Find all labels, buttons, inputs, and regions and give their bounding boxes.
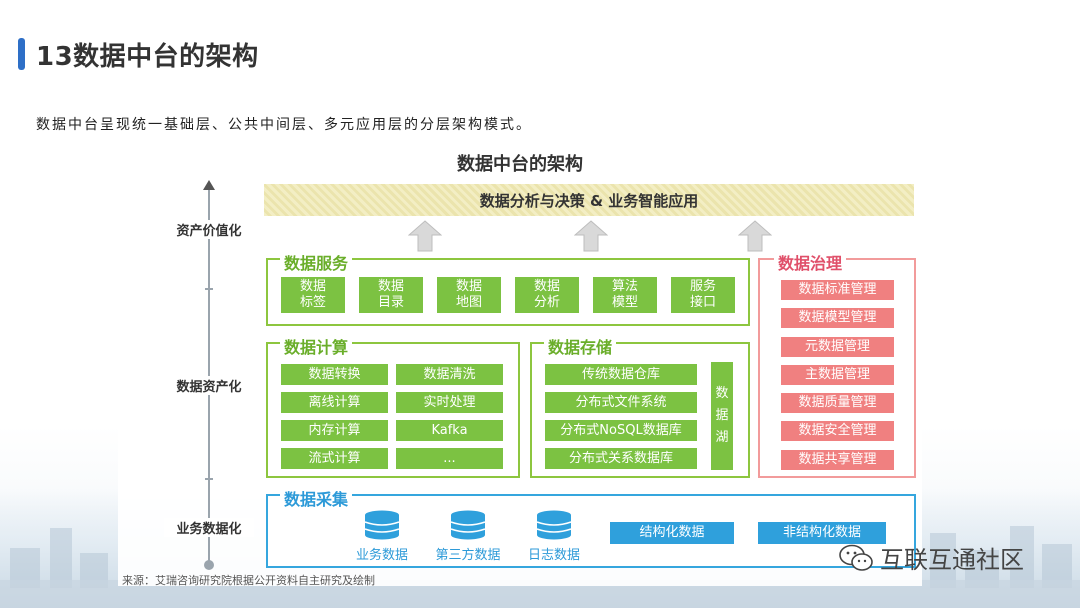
data-service-title: 数据服务	[280, 250, 353, 274]
governance-item: 主数据管理	[781, 365, 894, 385]
structured-data: 结构化数据	[610, 522, 734, 544]
value-axis	[208, 186, 210, 562]
source-label: 业务数据	[355, 548, 408, 563]
storage-item: 分布式文件系统	[545, 392, 697, 413]
up-arrow-icon	[408, 220, 442, 252]
axis-label-business-data: 业务数据化	[164, 518, 254, 537]
compute-item: 离线计算	[281, 392, 388, 413]
database-icon	[536, 510, 572, 540]
axis-label-data-asset: 数据资产化	[164, 376, 254, 395]
governance-item: 数据标准管理	[781, 280, 894, 300]
database-icon	[450, 510, 486, 540]
storage-item: 分布式关系数据库	[545, 448, 697, 469]
service-item: 数据 目录	[359, 277, 423, 313]
database-icon	[364, 510, 400, 540]
unstructured-data: 非结构化数据	[758, 522, 886, 544]
slide-subtitle: 数据中台呈现统一基础层、公共中间层、多元应用层的分层架构模式。	[36, 117, 532, 133]
watermark-text: 互联互通社区	[880, 546, 1024, 574]
data-governance-title: 数据治理	[774, 250, 847, 274]
service-item: 数据 地图	[437, 277, 501, 313]
axis-tick	[205, 288, 213, 290]
service-item: 数据 分析	[515, 277, 579, 313]
axis-label-asset-value: 资产价值化	[164, 220, 254, 239]
slide-title: 13数据中台的架构	[36, 42, 259, 72]
axis-tick	[205, 478, 213, 480]
compute-item: 数据转换	[281, 364, 388, 385]
governance-item: 数据安全管理	[781, 421, 894, 441]
service-item: 服务 接口	[671, 277, 735, 313]
source-note: 来源：艾瑞咨询研究院根据公开资料自主研究及绘制	[122, 574, 375, 587]
compute-item: 数据清洗	[396, 364, 503, 385]
governance-item: 数据共享管理	[781, 450, 894, 470]
wechat-icon	[839, 544, 873, 571]
compute-item: Kafka	[396, 420, 503, 441]
service-item: 数据 标签	[281, 277, 345, 313]
application-banner: 数据分析与决策 & 业务智能应用	[264, 184, 914, 216]
storage-item: 分布式NoSQL数据库	[545, 420, 697, 441]
compute-item: 流式计算	[281, 448, 388, 469]
watermark: 互联互通社区	[838, 540, 1024, 575]
governance-item: 元数据管理	[781, 337, 894, 357]
governance-item: 数据质量管理	[781, 393, 894, 413]
diagram-title: 数据中台的架构	[457, 154, 583, 175]
data-compute-title: 数据计算	[280, 334, 353, 358]
storage-item: 传统数据仓库	[545, 364, 697, 385]
title-accent-bar	[18, 38, 25, 70]
data-collection-title: 数据采集	[280, 486, 353, 510]
governance-item: 数据模型管理	[781, 308, 894, 328]
axis-origin-dot	[204, 560, 214, 570]
up-arrow-icon	[738, 220, 772, 252]
source-label: 日志数据	[527, 548, 580, 563]
service-item: 算法 模型	[593, 277, 657, 313]
compute-item: 实时处理	[396, 392, 503, 413]
compute-item: 内存计算	[281, 420, 388, 441]
source-label: 第三方数据	[435, 548, 501, 563]
compute-item: ...	[396, 448, 503, 469]
data-storage-title: 数据存储	[544, 334, 617, 358]
up-arrow-icon	[574, 220, 608, 252]
axis-arrow-icon	[203, 180, 215, 190]
data-lake: 数 据 湖	[711, 362, 733, 470]
